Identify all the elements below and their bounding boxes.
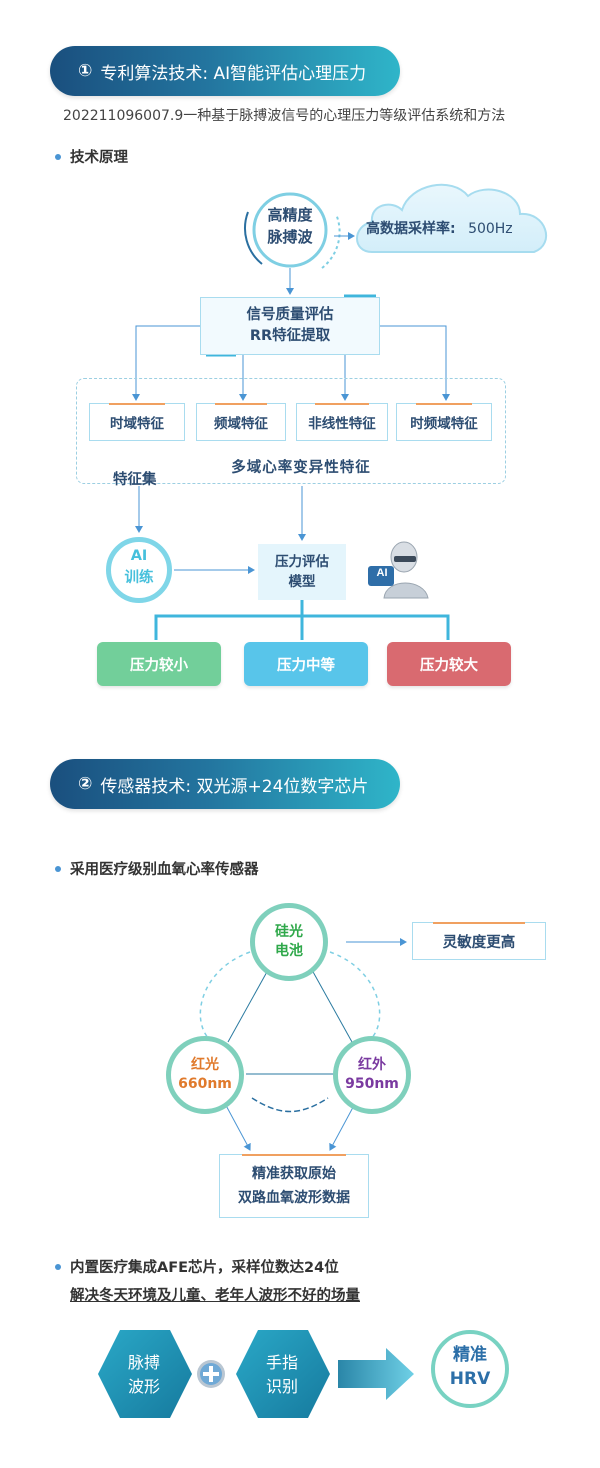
output-line2: 双路血氧波形数据 (238, 1186, 350, 1210)
feature-frequency-domain: 频域特征 (196, 403, 286, 441)
model-line1: 压力评估 (275, 552, 329, 572)
finger-hex-line1: 手指 (236, 1351, 328, 1375)
arrow-right-icon (338, 1348, 414, 1400)
bullet-afe-chip: 内置医疗集成AFE芯片，采样位数达24位 (55, 1256, 339, 1277)
flow-connectors (0, 0, 600, 720)
red-line2: 660nm (178, 1075, 232, 1094)
ai-line1: AI (106, 545, 172, 567)
finger-recognition-hex: 手指 识别 (236, 1351, 328, 1399)
bullet-medical-sensor: 采用医疗级别血氧心率传感器 (55, 858, 259, 879)
model-line2: 模型 (289, 572, 316, 592)
pulse-hex-line2: 波形 (98, 1375, 190, 1399)
accurate-hrv-node: 精准 HRV (431, 1343, 509, 1391)
ai-line2: 训练 (106, 567, 172, 589)
robot-ai-badge: AI (372, 567, 392, 579)
signal-quality-box: 信号质量评估 RR特征提取 (200, 297, 380, 355)
pulse-line1: 高精度 (248, 204, 332, 226)
pulse-line2: 脉搏波 (248, 226, 332, 248)
section2-header: ② 传感器技术: 双光源+24位数字芯片 (50, 759, 400, 809)
ir-line1: 红外 (358, 1056, 386, 1075)
feature-time-frequency: 时频域特征 (396, 403, 492, 441)
red-line1: 红光 (191, 1056, 219, 1075)
raw-data-box: 精准获取原始 双路血氧波形数据 (219, 1154, 369, 1218)
sampling-label: 高数据采样率: (366, 221, 456, 237)
signal-line1: 信号质量评估 (247, 305, 334, 326)
red-light-node: 红光 660nm (166, 1036, 244, 1114)
cell-line2: 电池 (275, 942, 303, 961)
bullet-dot-icon (55, 866, 61, 872)
bullet-medical-sensor-text: 采用医疗级别血氧心率传感器 (70, 858, 259, 879)
pulse-hex-line1: 脉搏 (98, 1351, 190, 1375)
bullet-afe-text: 内置医疗集成AFE芯片，采样位数达24位 (70, 1256, 339, 1277)
finger-hex-line2: 识别 (236, 1375, 328, 1399)
ai-training-node: AI 训练 (106, 545, 172, 589)
infrared-node: 红外 950nm (333, 1036, 411, 1114)
feature-set-label: 特征集 (113, 468, 157, 489)
feature-time-domain: 时域特征 (89, 403, 185, 441)
bullet-dot-icon (55, 1264, 61, 1270)
multi-domain-label: 多域心率变异性特征 (206, 456, 396, 477)
outcome-medium-stress: 压力中等 (244, 642, 368, 686)
pulse-waveform-hex: 脉搏 波形 (98, 1351, 190, 1399)
sampling-rate-cloud: 高数据采样率: 500Hz (366, 218, 546, 238)
pulse-wave-node: 高精度 脉搏波 (248, 204, 332, 248)
cell-line1: 硅光 (275, 923, 303, 942)
output-line1: 精准获取原始 (252, 1162, 336, 1186)
silicon-cell-node: 硅光 电池 (250, 903, 328, 981)
outcome-high-stress: 压力较大 (387, 642, 511, 686)
afe-subtext: 解决冬天环境及儿童、老年人波形不好的场量 (70, 1284, 360, 1305)
section2-title: 传感器技术: 双光源+24位数字芯片 (100, 772, 368, 797)
sampling-value: 500Hz (468, 221, 513, 237)
outcome-low-stress: 压力较小 (97, 642, 221, 686)
result-line2: HRV (431, 1367, 509, 1391)
ir-line2: 950nm (345, 1075, 399, 1094)
result-line1: 精准 (431, 1343, 509, 1367)
feature-nonlinear: 非线性特征 (296, 403, 388, 441)
section2-number: ② (78, 774, 92, 794)
sensitivity-box: 灵敏度更高 (412, 922, 546, 960)
stress-model-box: 压力评估 模型 (258, 544, 346, 600)
signal-line2: RR特征提取 (250, 326, 330, 347)
